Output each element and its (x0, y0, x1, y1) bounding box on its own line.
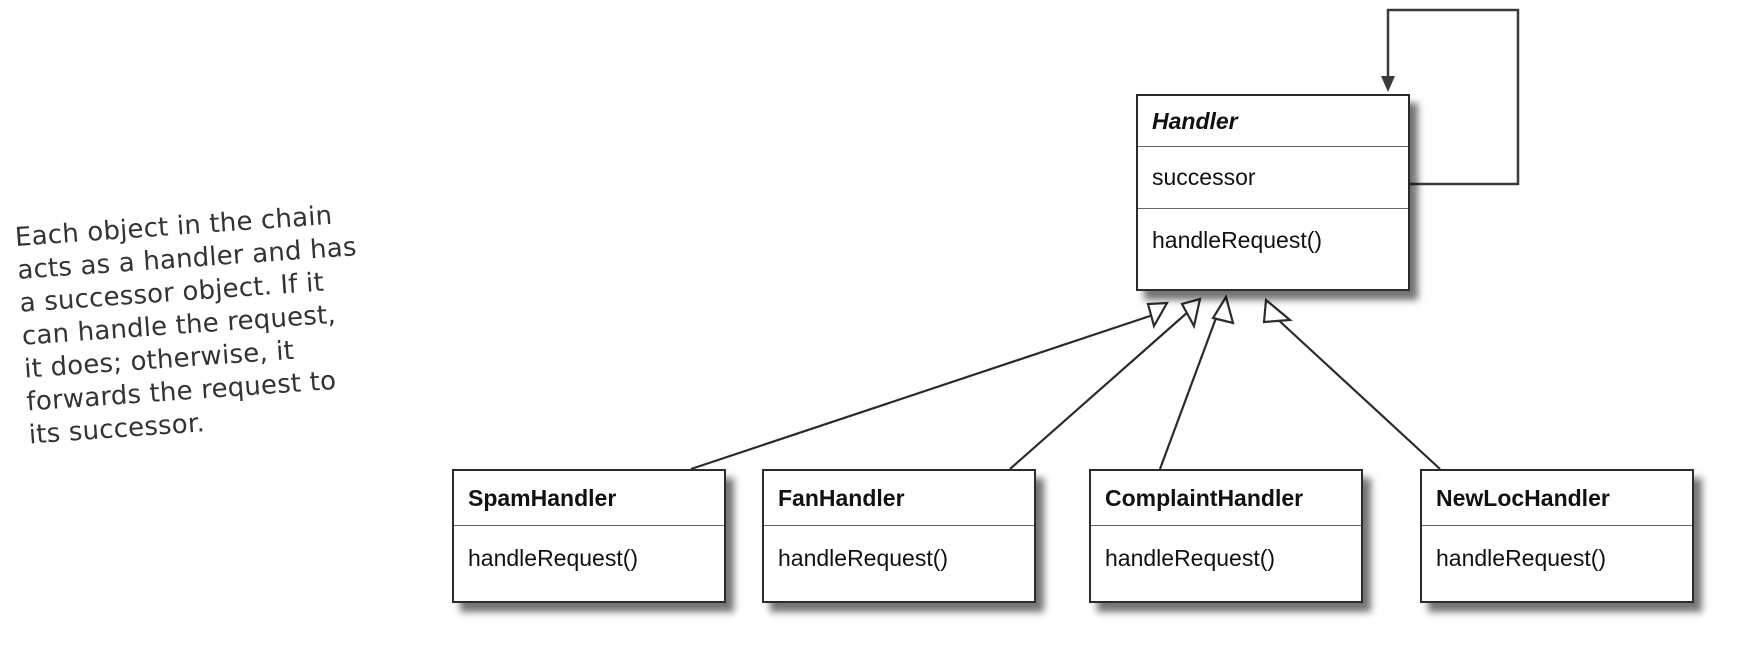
fan-generalization-line (1009, 310, 1190, 470)
handwritten-annotation: Each object in the chain acts as a handl… (14, 193, 449, 453)
spamhandler-divider (454, 525, 724, 526)
complaint-generalization-line (1158, 317, 1218, 470)
newloc-generalization-arrowhead (1262, 297, 1293, 324)
complainthandler-method: handleRequest() (1105, 545, 1276, 571)
newloc-generalization-line (1273, 315, 1441, 470)
successor-self-association-line (1386, 8, 1520, 186)
newlochandler-method: handleRequest() (1436, 545, 1607, 571)
spamhandler-class-box: SpamHandler handleRequest() (452, 469, 726, 603)
complaint-generalization-arrowhead (1211, 294, 1235, 325)
newlochandler-divider (1422, 525, 1692, 526)
complainthandler-class-name: ComplaintHandler (1105, 484, 1304, 511)
spamhandler-class-name: SpamHandler (468, 484, 617, 511)
handler-attribute: successor (1152, 164, 1256, 190)
handler-class-box: Handler successor handleRequest() (1136, 94, 1410, 291)
complainthandler-divider (1091, 525, 1361, 526)
spam-generalization-line (690, 312, 1157, 471)
fanhandler-divider (764, 525, 1034, 526)
complainthandler-class-box: ComplaintHandler handleRequest() (1089, 469, 1363, 603)
handler-attribute-divider (1138, 208, 1408, 209)
handler-method: handleRequest() (1152, 226, 1323, 253)
fanhandler-class-name: FanHandler (778, 484, 905, 511)
successor-arrowhead (1381, 76, 1395, 92)
spamhandler-method: handleRequest() (468, 545, 639, 571)
handler-name-divider (1138, 146, 1408, 147)
fanhandler-method: handleRequest() (778, 545, 949, 571)
handler-class-name: Handler (1152, 107, 1238, 134)
spam-generalization-arrowhead (1146, 301, 1169, 329)
newlochandler-class-name: NewLocHandler (1436, 484, 1610, 511)
fanhandler-class-box: FanHandler handleRequest() (762, 469, 1036, 603)
fan-generalization-arrowhead (1180, 297, 1202, 330)
newlochandler-class-box: NewLocHandler handleRequest() (1420, 469, 1694, 603)
